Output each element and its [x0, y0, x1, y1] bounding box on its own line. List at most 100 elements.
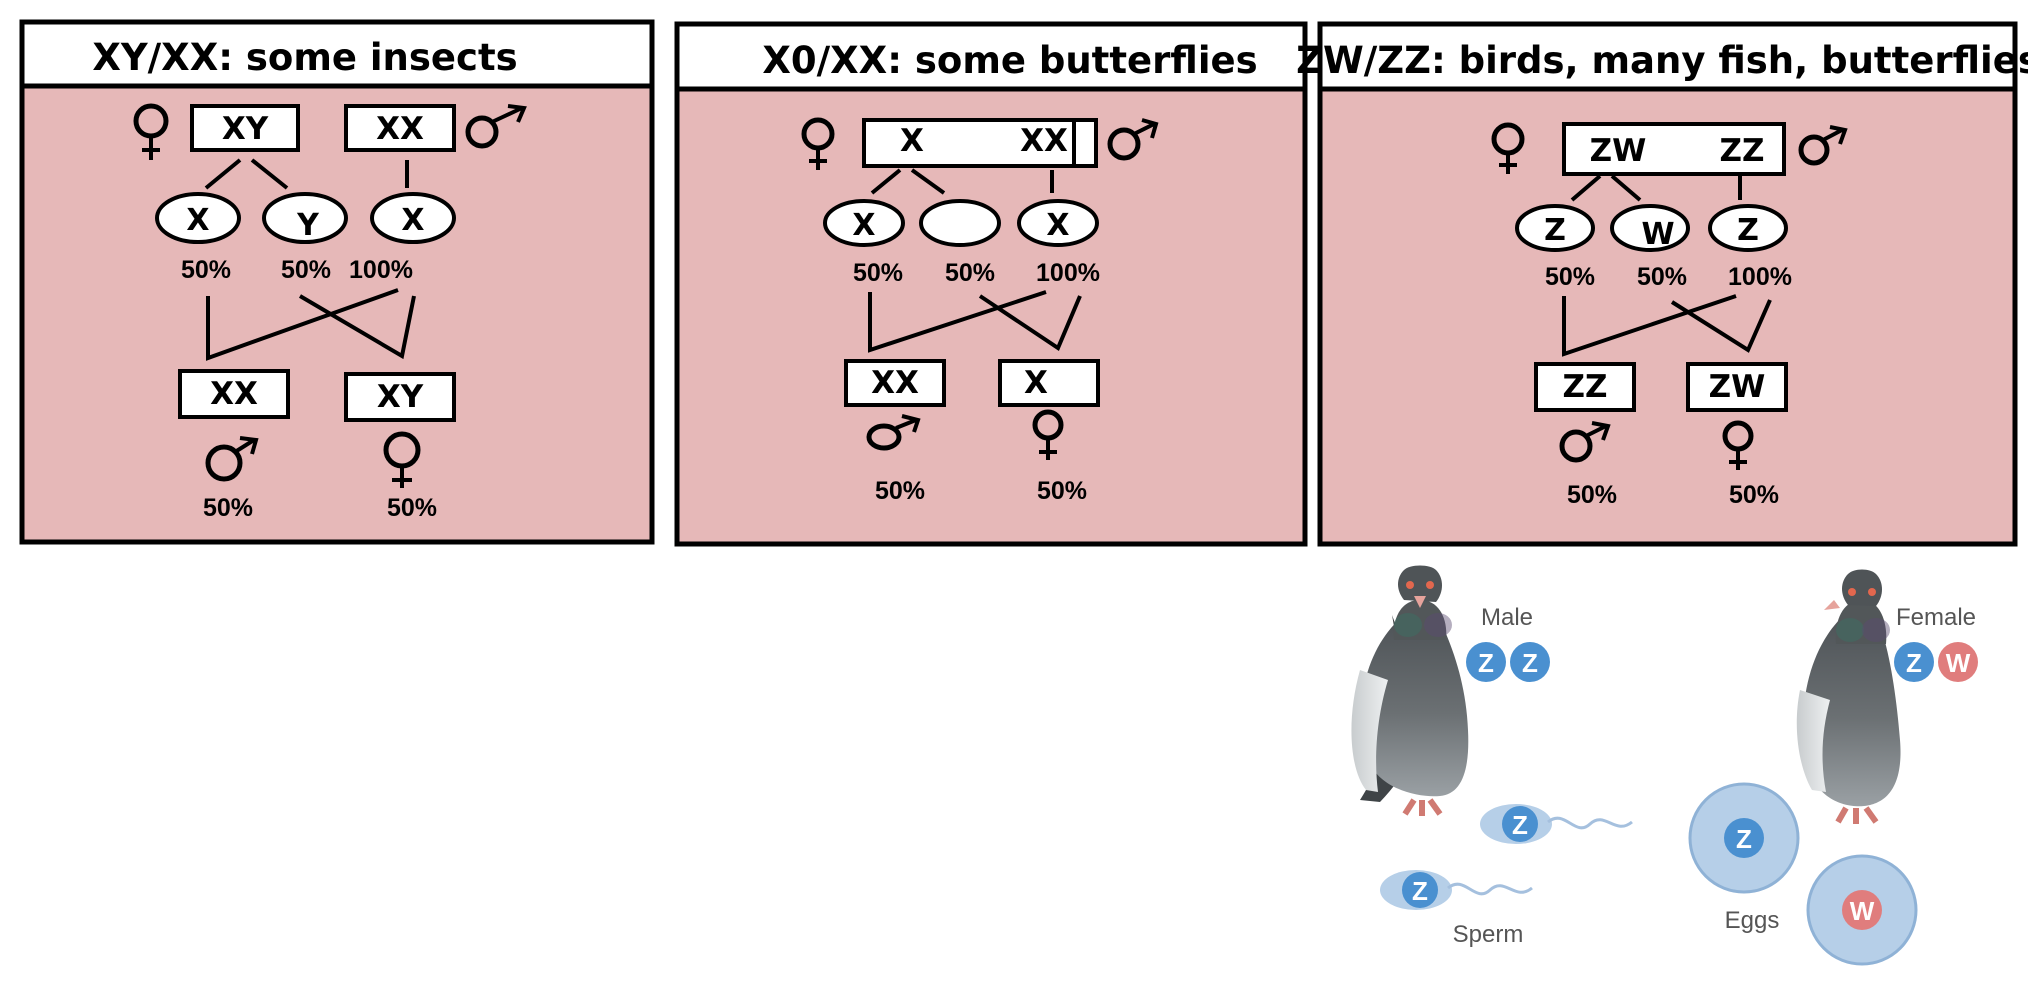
female-symbol-icon [1032, 409, 1064, 460]
gamete [155, 192, 241, 244]
parent-pair-box [862, 118, 1098, 168]
egg-chromosome: Z [1736, 824, 1752, 854]
offspring-genotype: XX [871, 365, 919, 401]
cross-line [1670, 299, 1772, 353]
gamete [823, 199, 905, 247]
gamete-percent: 50% [945, 259, 995, 287]
panel-title: ZW/ZZ: birds, many fish, butterflies [1296, 39, 2028, 82]
offspring-genotype: XX [210, 376, 258, 412]
egg-chromosome: W [1850, 896, 1875, 926]
female-symbol-icon [1722, 420, 1754, 470]
offspring-box [1686, 362, 1788, 412]
gamete-label: W [1641, 217, 1674, 252]
gamete-label: X [186, 203, 209, 238]
parent-female-box [190, 104, 300, 152]
offspring-box [998, 359, 1100, 407]
female-symbol-icon [1491, 122, 1525, 174]
z-chromosome-badge [1894, 642, 1934, 682]
chromosome-label: Z [1522, 648, 1538, 678]
sperm-chromosome: Z [1512, 810, 1528, 840]
egg-cell: W [1806, 854, 1918, 966]
parent-female-genotype: X [900, 123, 924, 159]
offspring-percent: 50% [1567, 481, 1617, 509]
gamete-percent: 50% [181, 256, 231, 284]
offspring-box [844, 359, 946, 407]
gamete-label: X [852, 208, 875, 243]
offspring-box [344, 372, 456, 422]
parent-female-genotype: XY [222, 111, 269, 147]
gamete [1708, 204, 1788, 252]
gamete-percent: 100% [349, 256, 413, 284]
female-chromosomes: Z W [1894, 642, 1978, 682]
panel-x0-xx: X0/XX: some butterflies X XX X X 50% 50%… [674, 21, 1308, 547]
panel-xy-xx: XY/XX: some insects XY XX X Y X 50% 50% … [19, 19, 655, 545]
parent-male-genotype: XX [1020, 123, 1068, 159]
cross-line [206, 288, 399, 361]
chromosome-label: Z [1478, 648, 1494, 678]
sperm-chromosome: Z [1412, 876, 1428, 906]
offspring-genotype: ZW [1709, 369, 1766, 405]
parent-male-genotype: ZZ [1720, 133, 1765, 169]
gamete-percent: 50% [281, 256, 331, 284]
male-symbol-icon [1107, 118, 1159, 161]
male-chromosomes: Z Z [1466, 642, 1550, 682]
male-symbol-icon [1798, 125, 1848, 166]
offspring-percent: 50% [1037, 477, 1087, 505]
male-symbol-icon [205, 436, 259, 482]
gamete-percent: 100% [1036, 259, 1100, 287]
offspring-percent: 50% [387, 494, 437, 522]
cross-line [298, 294, 416, 360]
panel-title: XY/XX: some insects [92, 36, 517, 79]
w-chromosome-badge [1938, 642, 1978, 682]
offspring-percent: 50% [203, 494, 253, 522]
panel-title: X0/XX: some butterflies [762, 39, 1257, 82]
offspring-genotype: XY [377, 379, 424, 415]
cross-line [978, 294, 1082, 352]
sperm-cell: Z [1480, 804, 1633, 844]
male-symbol-icon [465, 104, 527, 149]
female-symbol-icon [383, 431, 421, 488]
male-label: Male [1481, 604, 1533, 631]
male-symbol-icon [866, 414, 921, 451]
sperm-cell: Z [1380, 870, 1533, 910]
panel-zw-zz: ZW/ZZ: birds, many fish, butterflies ZW … [1296, 21, 2028, 547]
gamete [1515, 204, 1595, 252]
offspring-box [178, 369, 290, 419]
gamete-empty [919, 199, 1001, 247]
eggs-label: Eggs [1725, 907, 1780, 934]
female-symbol-icon [133, 103, 169, 160]
chromosome-label: W [1946, 648, 1971, 678]
offspring-percent: 50% [1729, 481, 1779, 509]
parent-male-genotype: XX [376, 111, 424, 147]
chromosome-label: Z [1906, 648, 1922, 678]
female-symbol-icon [801, 117, 835, 170]
offspring-genotype: ZZ [1563, 369, 1608, 405]
parent-female-genotype: ZW [1590, 133, 1647, 169]
gamete-percent: 50% [1637, 263, 1687, 291]
z-chromosome-badge [1510, 642, 1550, 682]
offspring-percent: 50% [875, 477, 925, 505]
gamete-label: Y [296, 208, 320, 243]
male-symbol-icon [1559, 421, 1611, 463]
gamete-label: X [1046, 208, 1069, 243]
gamete-percent: 50% [853, 259, 903, 287]
gamete-percent: 100% [1728, 263, 1792, 291]
cross-line [868, 290, 1047, 353]
male-pigeon-icon [1351, 565, 1469, 816]
gamete [370, 192, 456, 244]
sperm-label: Sperm [1453, 921, 1524, 948]
gamete-label: Z [1544, 213, 1566, 248]
gamete-percent: 50% [1545, 263, 1595, 291]
parent-pair-box [1562, 122, 1786, 176]
gamete [1017, 199, 1099, 247]
gamete [1610, 204, 1690, 252]
parent-male-box [344, 104, 456, 152]
offspring-genotype: X [1024, 365, 1048, 401]
cross-line [1562, 294, 1737, 357]
gamete [262, 192, 348, 244]
z-chromosome-badge [1466, 642, 1506, 682]
female-pigeon-icon [1796, 569, 1901, 824]
gamete-label: X [401, 203, 424, 238]
gamete-label: Z [1737, 213, 1759, 248]
